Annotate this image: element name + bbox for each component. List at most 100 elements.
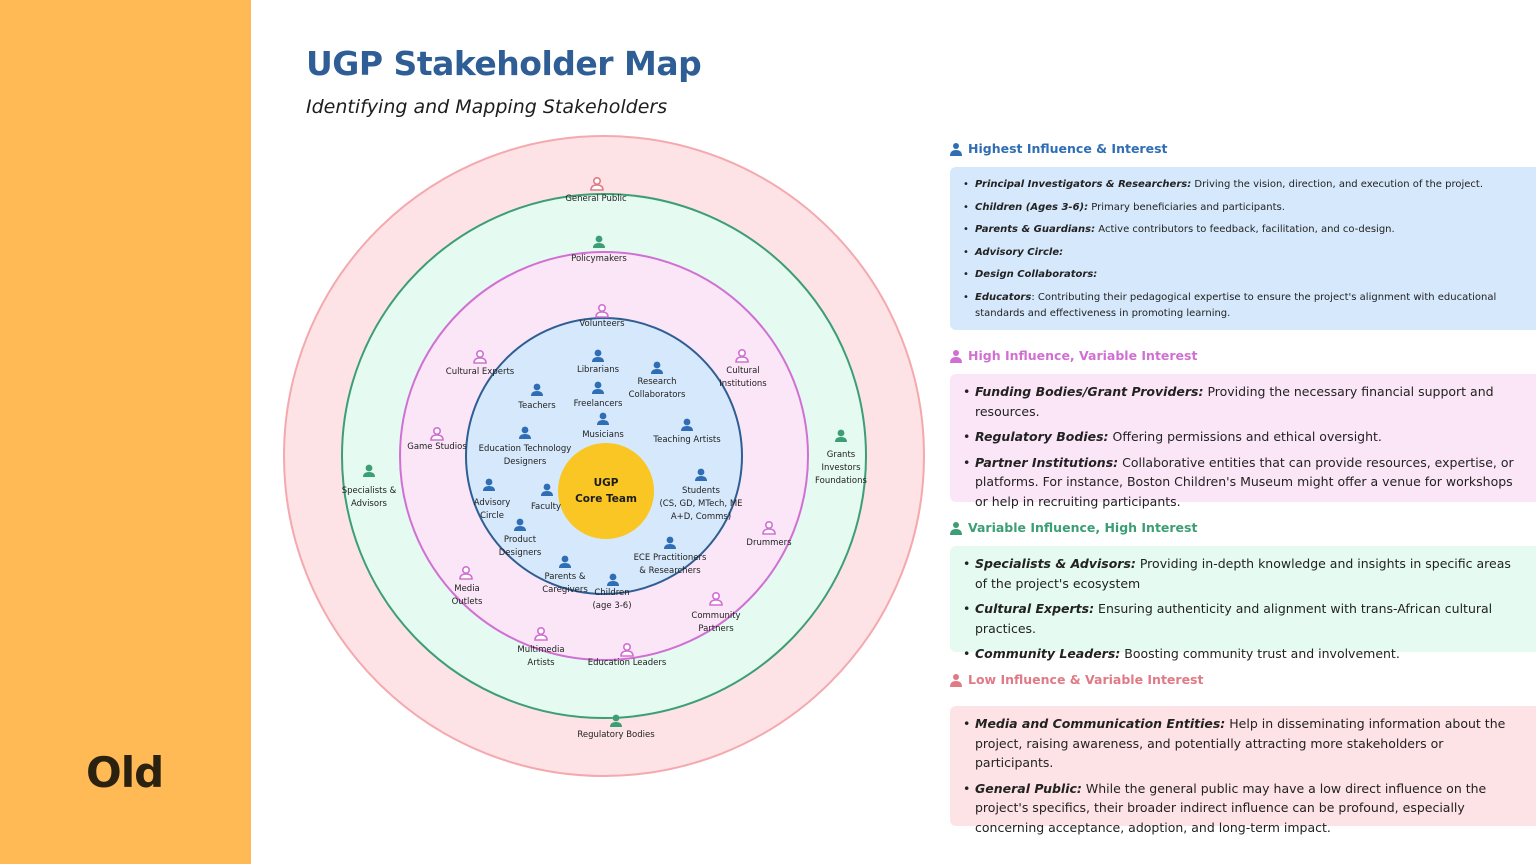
list-item: Media and Communication Entities: Help i… bbox=[960, 714, 1524, 773]
person-icon bbox=[592, 349, 604, 362]
stakeholder-label: Faculty bbox=[531, 502, 561, 512]
stakeholder-label: Children bbox=[594, 588, 629, 598]
item-term: Parents & Guardians: bbox=[975, 224, 1096, 235]
person-icon bbox=[735, 348, 749, 363]
person-icon bbox=[593, 235, 605, 248]
person-icon bbox=[949, 521, 963, 535]
stakeholder-label: Parents & bbox=[545, 572, 586, 582]
person-icon bbox=[363, 464, 375, 477]
stakeholder-label: Institutions bbox=[719, 379, 767, 389]
stakeholder-label: Students bbox=[682, 486, 720, 496]
item-desc: : Contributing their pedagogical experti… bbox=[975, 291, 1497, 319]
person-icon bbox=[695, 468, 707, 481]
stakeholder-label: Cultural Experts bbox=[446, 367, 515, 377]
person-icon bbox=[430, 426, 444, 441]
stakeholder-label: Musicians bbox=[582, 430, 624, 440]
list-item: Cultural Experts: Ensuring authenticity … bbox=[960, 599, 1524, 638]
stakeholder-label: Advisory bbox=[474, 498, 511, 508]
person-icon bbox=[531, 383, 543, 396]
person-icon bbox=[620, 642, 634, 657]
item-term: Regulatory Bodies: bbox=[975, 429, 1109, 444]
stakeholder-label: Librarians bbox=[577, 365, 620, 375]
stakeholder-label: Circle bbox=[480, 511, 504, 521]
person-icon bbox=[651, 361, 663, 374]
list-item: Design Collaborators: bbox=[960, 267, 1524, 283]
list-item: Community Leaders: Boosting community tr… bbox=[960, 644, 1524, 664]
list-item: Educators: Contributing their pedagogica… bbox=[960, 290, 1524, 322]
stakeholder-label: Teachers bbox=[517, 401, 556, 411]
item-term: Educators bbox=[975, 291, 1032, 303]
person-icon bbox=[559, 555, 571, 568]
list-item: Parents & Guardians: Active contributors… bbox=[960, 222, 1524, 238]
stakeholder-label: Regulatory Bodies bbox=[577, 730, 655, 740]
core-circle bbox=[558, 443, 654, 539]
item-desc: Driving the vision, direction, and execu… bbox=[1191, 179, 1484, 190]
list-item: Funding Bodies/Grant Providers: Providin… bbox=[960, 382, 1524, 421]
item-desc: Boosting community trust and involvement… bbox=[1120, 646, 1400, 661]
stakeholder-label: Partners bbox=[698, 624, 734, 634]
item-desc: Collaborative entities that can provide … bbox=[975, 454, 1514, 509]
person-icon bbox=[664, 536, 676, 549]
stakeholder-label: Product bbox=[504, 535, 537, 545]
stakeholder-label: Designers bbox=[499, 548, 542, 558]
item-term: Design Collaborators: bbox=[975, 269, 1098, 280]
stakeholder-label: Teaching Artists bbox=[652, 435, 721, 445]
item-term: Advisory Circle: bbox=[975, 246, 1064, 258]
section-heading-variable: Variable Influence, High Interest bbox=[949, 520, 1197, 535]
person-icon bbox=[949, 142, 963, 156]
stakeholder-label: Advisors bbox=[351, 499, 388, 509]
stakeholder-label: Policymakers bbox=[571, 254, 627, 264]
section-heading-label: Variable Influence, High Interest bbox=[968, 520, 1198, 535]
section-box-highest: Principal Investigators & Researchers: D… bbox=[950, 167, 1536, 330]
person-icon bbox=[473, 349, 487, 364]
stakeholder-label: Education Leaders bbox=[588, 658, 667, 668]
section-box-variable: Specialists & Advisors: Providing in-dep… bbox=[950, 546, 1536, 663]
stakeholder-label: Media bbox=[454, 584, 480, 594]
stakeholder-label: General Public bbox=[565, 194, 627, 204]
stakeholder-label: ECE Practitioners bbox=[634, 553, 707, 563]
list-item: Principal Investigators & Researchers: D… bbox=[960, 177, 1524, 193]
item-term: Principal Investigators & Researchers: bbox=[975, 179, 1192, 190]
person-icon bbox=[607, 573, 619, 586]
list-item: Specialists & Advisors: Providing in-dep… bbox=[960, 554, 1524, 593]
stakeholder-label: A+D, Comms) bbox=[671, 512, 731, 522]
stakeholder-label: Specialists & bbox=[342, 486, 397, 496]
stakeholder-label: Research bbox=[638, 377, 677, 387]
stakeholder-label: Game Studios bbox=[407, 442, 467, 452]
section-heading-highest: Highest Influence & Interest bbox=[949, 141, 1167, 156]
item-term: Children (Ages 3-6): bbox=[975, 201, 1089, 213]
page-subtitle: Identifying and Mapping Stakeholders bbox=[306, 96, 668, 118]
list-item: Partner Institutions: Collaborative enti… bbox=[960, 453, 1524, 512]
stakeholder-label: Foundations bbox=[815, 476, 867, 486]
page-title: UGP Stakeholder Map bbox=[306, 44, 702, 83]
person-icon bbox=[949, 349, 963, 363]
item-term: Community Leaders: bbox=[975, 646, 1121, 661]
core-label: UGP bbox=[594, 477, 619, 489]
section-heading-label: Low Influence & Variable Interest bbox=[968, 672, 1204, 687]
person-icon bbox=[762, 520, 776, 535]
stakeholder-label: Freelancers bbox=[574, 399, 623, 409]
person-icon bbox=[592, 381, 604, 394]
item-term: Specialists & Advisors: bbox=[975, 556, 1136, 571]
stakeholder-label: Multimedia bbox=[517, 645, 564, 655]
stakeholder-label: Grants bbox=[827, 450, 856, 460]
stakeholder-label: Designers bbox=[504, 457, 547, 467]
section-heading-low: Low Influence & Variable Interest bbox=[949, 672, 1203, 687]
stakeholder-label: (age 3-6) bbox=[592, 601, 631, 611]
list-item: Regulatory Bodies: Offering permissions … bbox=[960, 427, 1524, 447]
stakeholder-label: & Researchers bbox=[639, 566, 701, 576]
stakeholder-label: Collaborators bbox=[629, 390, 686, 400]
person-icon bbox=[541, 483, 553, 496]
person-icon bbox=[597, 412, 609, 425]
item-desc: Offering permissions and ethical oversig… bbox=[1108, 429, 1382, 444]
stakeholder-label: Education Technology bbox=[479, 444, 572, 454]
sidebar-panel: Old bbox=[0, 0, 251, 864]
stakeholder-label: Drummers bbox=[746, 538, 792, 548]
item-term: Funding Bodies/Grant Providers: bbox=[975, 384, 1204, 399]
section-heading-label: Highest Influence & Interest bbox=[968, 141, 1168, 156]
person-icon bbox=[590, 177, 604, 191]
item-desc: Providing the necessary financial suppor… bbox=[975, 384, 1494, 419]
stakeholder-label: Cultural bbox=[726, 366, 759, 376]
item-term: Partner Institutions: bbox=[975, 454, 1119, 470]
